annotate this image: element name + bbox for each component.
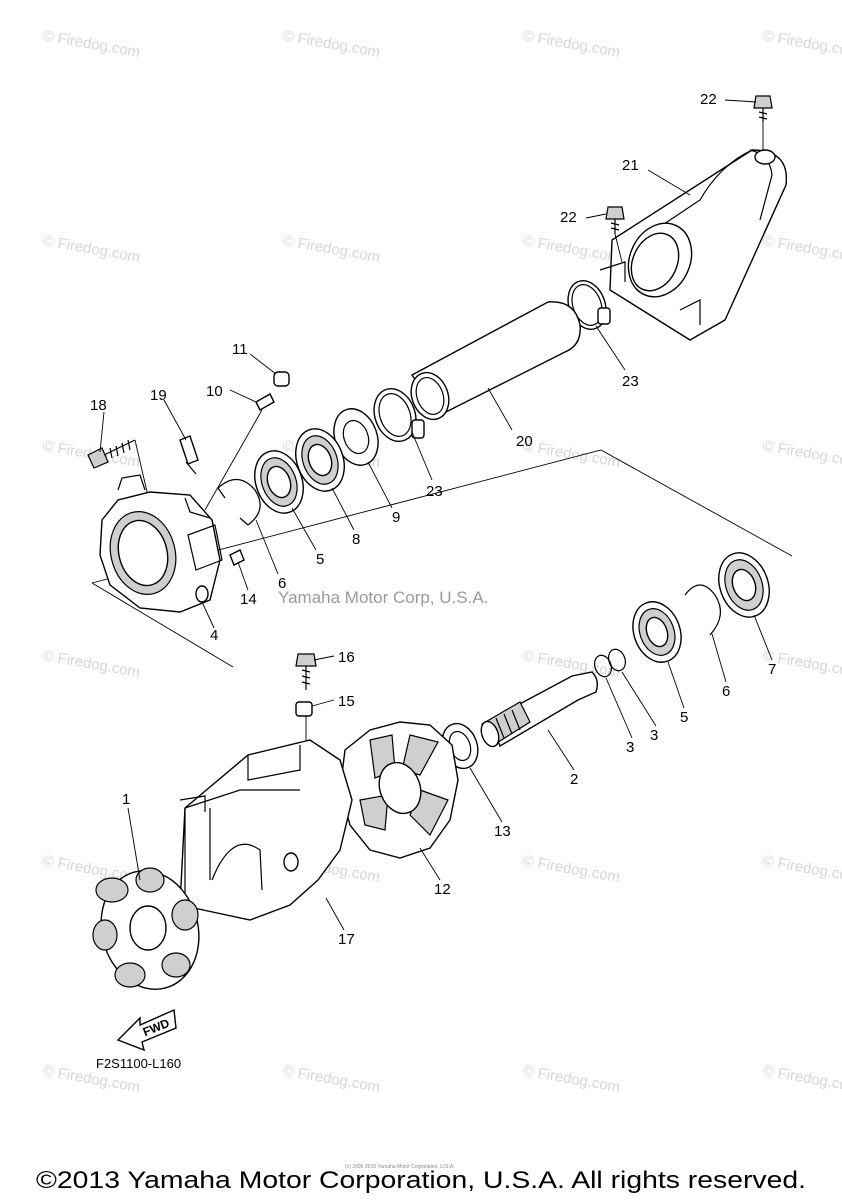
callout-14: 14 <box>240 591 257 608</box>
part-3-o-rings <box>593 648 627 678</box>
part-2-shaft <box>480 671 599 748</box>
callout-18: 18 <box>90 397 107 414</box>
watermark: © Firedog.com <box>761 27 842 61</box>
watermark: © Firedog.com <box>521 852 621 886</box>
part-20-tube <box>410 301 581 421</box>
callout-5: 5 <box>316 551 324 568</box>
callout-23: 23 <box>426 483 443 500</box>
part-6-circlip-lower <box>684 584 721 636</box>
part-4-housing <box>99 474 223 613</box>
watermark: © Firedog.com <box>41 647 141 681</box>
part-6-circlip-upper <box>217 478 261 526</box>
part-22-bolt-middle <box>605 206 625 263</box>
center-watermark: Yamaha Motor Corp, U.S.A. <box>278 588 488 607</box>
callout-17: 17 <box>338 931 355 948</box>
part-18-bolt <box>87 439 149 497</box>
callout-10: 10 <box>206 383 223 400</box>
watermark: © Firedog.com <box>761 437 842 471</box>
part-7-bearing <box>718 552 770 618</box>
callout-21: 21 <box>622 157 639 174</box>
watermark: © Firedog.com <box>521 232 621 266</box>
fine-print: (c) 2005-2016 Yamaha Motor Corporation, … <box>345 1164 455 1170</box>
part-21-duct <box>599 149 788 341</box>
part-22-bolt-upper <box>753 95 773 150</box>
callout-6: 6 <box>722 683 730 700</box>
part-23-clamp-lower <box>373 388 425 442</box>
watermark: © Firedog.com <box>521 437 621 471</box>
part-17-housing <box>179 739 353 921</box>
callout-22: 22 <box>700 91 717 108</box>
watermark: © Firedog.com <box>761 1062 842 1096</box>
fwd-arrow-icon: FWD <box>116 1008 177 1052</box>
callout-5: 5 <box>680 709 688 726</box>
callout-9: 9 <box>392 509 400 526</box>
copyright-notice: ©2013 Yamaha Motor Corporation, U.S.A. A… <box>36 1167 806 1194</box>
callout-20: 20 <box>516 433 533 450</box>
part-1-stator <box>92 867 200 990</box>
part-14-pin <box>229 549 245 566</box>
callout-11: 11 <box>232 341 248 358</box>
callout-23: 23 <box>622 373 639 390</box>
part-15-collar <box>295 701 313 717</box>
watermark: © Firedog.com <box>41 27 141 61</box>
callouts: 22 21 22 23 20 23 9 8 5 6 11 10 19 18 14… <box>90 91 776 948</box>
callout-12: 12 <box>434 881 451 898</box>
diagram-code: F2S1100-L160 <box>96 1056 181 1071</box>
callout-22: 22 <box>560 209 577 226</box>
leader-lines <box>99 99 773 931</box>
watermark: © Firedog.com <box>761 852 842 886</box>
watermark: © Firedog.com <box>281 232 381 266</box>
callout-13: 13 <box>494 823 511 840</box>
part-11-cap <box>273 371 290 387</box>
part-5-bearing-upper <box>254 450 304 514</box>
part-8-bearing <box>295 428 345 492</box>
callout-6: 6 <box>278 575 286 592</box>
part-5-bearing-lower <box>632 601 682 663</box>
callout-1: 1 <box>122 791 130 808</box>
callout-8: 8 <box>352 531 360 548</box>
callout-4: 4 <box>210 627 218 644</box>
assembly-frame <box>91 449 793 668</box>
callout-15: 15 <box>338 693 355 710</box>
callout-3: 3 <box>650 727 658 744</box>
watermark: © Firedog.com <box>281 27 381 61</box>
watermark: © Firedog.com <box>281 1062 381 1096</box>
watermark: © Firedog.com <box>521 1062 621 1096</box>
part-16-bolt <box>295 653 317 740</box>
callout-3: 3 <box>626 739 634 756</box>
callout-19: 19 <box>150 387 167 404</box>
callout-16: 16 <box>338 649 355 666</box>
callout-7: 7 <box>768 661 776 678</box>
watermark: © Firedog.com <box>761 232 842 266</box>
callout-2: 2 <box>570 771 578 788</box>
watermark: © Firedog.com <box>521 27 621 61</box>
part-19-clip <box>179 435 199 475</box>
part-12-impeller <box>339 721 459 859</box>
watermark: © Firedog.com <box>41 232 141 266</box>
part-10-fitting <box>204 393 275 511</box>
